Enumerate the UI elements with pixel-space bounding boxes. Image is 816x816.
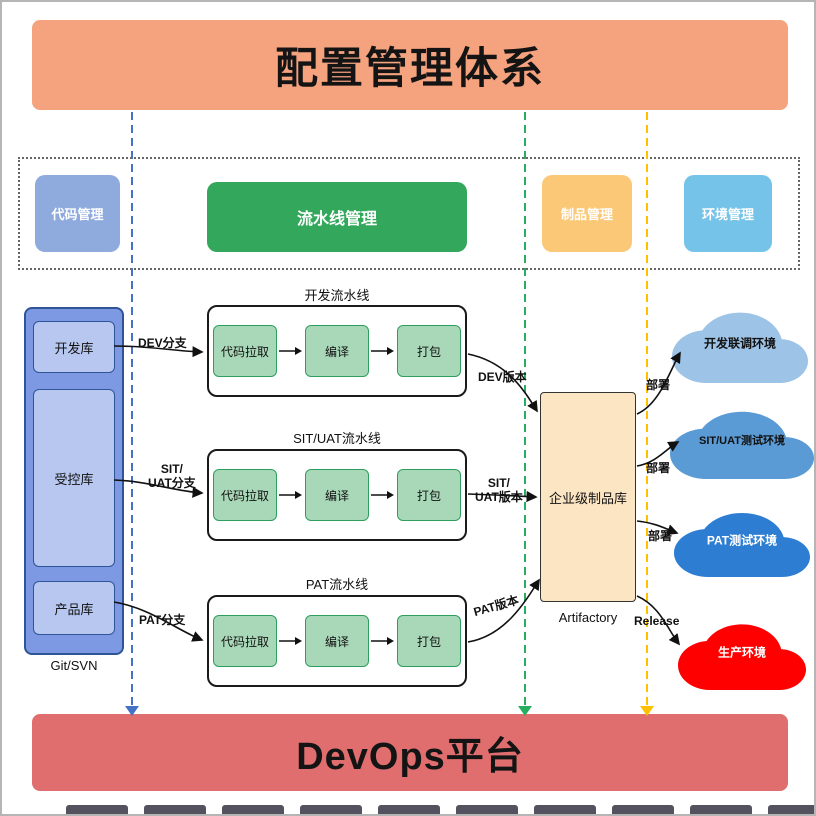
step-package: 打包	[397, 469, 461, 521]
arrow-right-icon	[279, 637, 302, 645]
top-banner: 配置管理体系	[32, 20, 788, 110]
step-code-pull: 代码拉取	[213, 469, 277, 521]
partial-tile	[378, 805, 440, 814]
env-situat-test-label: SIT/UAT测试环境	[699, 435, 785, 448]
category-environment-management: 环境管理	[684, 175, 772, 252]
step-code-pull: 代码拉取	[213, 615, 277, 667]
cloud-icon	[674, 513, 810, 577]
repo-dev: 开发库	[33, 321, 115, 373]
devops-platform-title: DevOps平台	[296, 736, 524, 778]
partial-tile	[222, 805, 284, 814]
env-dev-integration-cloud: 开发联调环境	[672, 295, 808, 383]
artifactory-caption: Artifactory	[558, 610, 618, 625]
partial-tile	[690, 805, 752, 814]
env-production-cloud: 生产环境	[678, 608, 806, 690]
pipeline-situat-title: SIT/UAT流水线	[293, 431, 381, 446]
env-situat-test-cloud: SIT/UAT测试环境	[670, 395, 814, 479]
page-title: 配置管理体系	[275, 45, 545, 93]
arrow-right-icon	[371, 637, 394, 645]
label-situat-branch: SIT/ UAT分支	[148, 462, 196, 491]
pipeline-dev-title: 开发流水线	[304, 288, 370, 303]
partial-tile	[144, 805, 206, 814]
label-dev-branch: DEV分支	[138, 336, 187, 350]
repo-product: 产品库	[33, 581, 115, 635]
arrow-right-icon	[371, 347, 394, 355]
label-deploy-3: 部署	[648, 529, 673, 543]
label-deploy-2: 部署	[646, 461, 671, 475]
label-pat-version: PAT版本	[471, 592, 521, 620]
category-pipeline-management: 流水线管理	[207, 182, 467, 252]
arrow-right-icon	[279, 347, 302, 355]
arrow-right-icon	[279, 491, 302, 499]
label-pat-branch: PAT分支	[139, 613, 186, 627]
step-code-pull: 代码拉取	[213, 325, 277, 377]
step-compile: 编译	[305, 469, 369, 521]
label-situat-version: SIT/ UAT版本	[475, 476, 523, 505]
env-dev-integration-label: 开发联调环境	[703, 336, 776, 351]
category-code-management: 代码管理	[35, 175, 120, 252]
cloud-icon	[672, 312, 808, 383]
pipeline-dev: 代码拉取 编译 打包	[207, 305, 467, 397]
label-dev-version: DEV版本	[478, 370, 527, 384]
env-pat-test-cloud: PAT测试环境	[674, 497, 810, 577]
partial-tile	[534, 805, 596, 814]
pipeline-pat-title: PAT流水线	[305, 577, 369, 592]
cloud-icon	[670, 411, 814, 479]
arrow-right-icon	[371, 491, 394, 499]
env-pat-test-label: PAT测试环境	[706, 533, 778, 548]
partial-tile	[300, 805, 362, 814]
git-svn-caption: Git/SVN	[50, 658, 98, 673]
cloud-icon	[678, 624, 806, 690]
step-package: 打包	[397, 615, 461, 667]
management-categories-container	[18, 157, 800, 270]
partial-tile	[612, 805, 674, 814]
partial-tile	[66, 805, 128, 814]
step-compile: 编译	[305, 615, 369, 667]
enterprise-artifact-repo: 企业级制品库	[540, 392, 636, 602]
label-release: Release	[634, 614, 680, 628]
partial-tile	[768, 805, 814, 814]
step-package: 打包	[397, 325, 461, 377]
category-artifact-management: 制品管理	[542, 175, 632, 252]
devops-platform-banner: DevOps平台	[32, 714, 788, 791]
repo-controlled: 受控库	[33, 389, 115, 567]
partial-tile	[456, 805, 518, 814]
pipeline-pat: 代码拉取 编译 打包	[207, 595, 467, 687]
step-compile: 编译	[305, 325, 369, 377]
env-production-label: 生产环境	[717, 645, 766, 660]
pipeline-situat: 代码拉取 编译 打包	[207, 449, 467, 541]
git-svn-repo-group: 开发库 受控库 产品库	[24, 307, 124, 655]
label-deploy-1: 部署	[646, 378, 671, 392]
